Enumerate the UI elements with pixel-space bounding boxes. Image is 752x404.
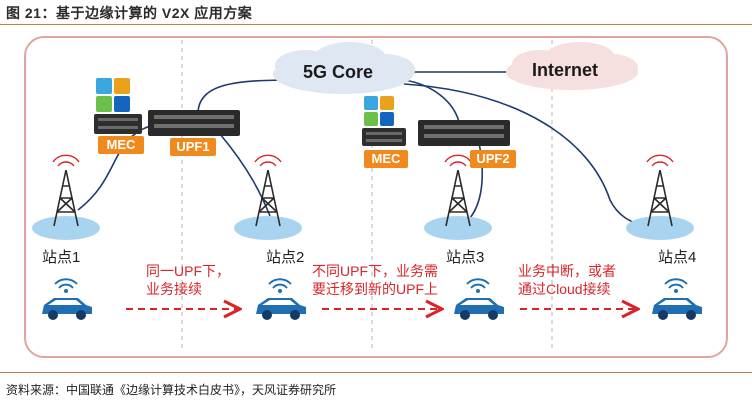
- car-2: [256, 278, 306, 320]
- note-same-upf: 同一UPF下， 业务接续: [146, 262, 230, 298]
- mec2-app-icons: [364, 96, 394, 126]
- core-cloud: [273, 42, 415, 94]
- station-4-label: 站点4: [658, 249, 697, 266]
- tower-station3: [424, 154, 492, 240]
- core-cloud-label: 5G Core: [303, 62, 374, 82]
- mec2-tag: MEC: [364, 150, 408, 168]
- upf1-server: [148, 110, 240, 136]
- note-interruption-line1: 业务中断，或者: [518, 263, 616, 279]
- mec1-tag: MEC: [98, 136, 144, 154]
- link-core-upf1: [197, 79, 297, 113]
- mec1-app-icons: [96, 78, 130, 112]
- station-2-label: 站点2: [266, 249, 305, 266]
- car-1: [42, 278, 92, 320]
- station-3-label: 站点3: [446, 249, 485, 266]
- network-links: [77, 71, 645, 227]
- note-different-upf-line2: 要迁移到新的UPF上: [312, 281, 438, 297]
- note-different-upf-line1: 不同UPF下，业务需: [312, 263, 438, 279]
- station-1-label: 站点1: [42, 249, 81, 266]
- title-rule: [0, 24, 752, 25]
- car-3: [454, 278, 504, 320]
- upf2-tag: UPF2: [470, 150, 516, 168]
- link-upf2-station3: [469, 137, 484, 219]
- mec1-server: [94, 114, 142, 134]
- internet-cloud: [506, 42, 638, 90]
- note-interruption-line2: 通过Cloud接续: [518, 281, 611, 297]
- note-same-upf-line1: 同一UPF下，: [146, 263, 230, 279]
- note-different-upf: 不同UPF下，业务需 要迁移到新的UPF上: [312, 262, 438, 298]
- tower-station1: [32, 154, 100, 240]
- tower-station4: [626, 154, 694, 240]
- figure-title: 图 21：基于边缘计算的 V2X 应用方案: [6, 5, 253, 21]
- car-4: [652, 278, 702, 320]
- mec2-server: [362, 128, 406, 146]
- link-upf1-station2: [219, 133, 271, 217]
- link-core-station4: [403, 83, 645, 227]
- tower-station2: [234, 154, 302, 240]
- note-same-upf-line2: 业务接续: [146, 281, 202, 297]
- upf2-server: [418, 120, 510, 146]
- internet-cloud-label: Internet: [532, 60, 599, 80]
- upf1-tag: UPF1: [170, 138, 216, 156]
- note-interruption: 业务中断，或者 通过Cloud接续: [518, 262, 616, 298]
- source-rule: [0, 372, 752, 373]
- link-core-upf2: [403, 79, 461, 127]
- figure-source: 资料来源：中国联通《边缘计算技术白皮书》，天风证券研究所: [6, 383, 337, 397]
